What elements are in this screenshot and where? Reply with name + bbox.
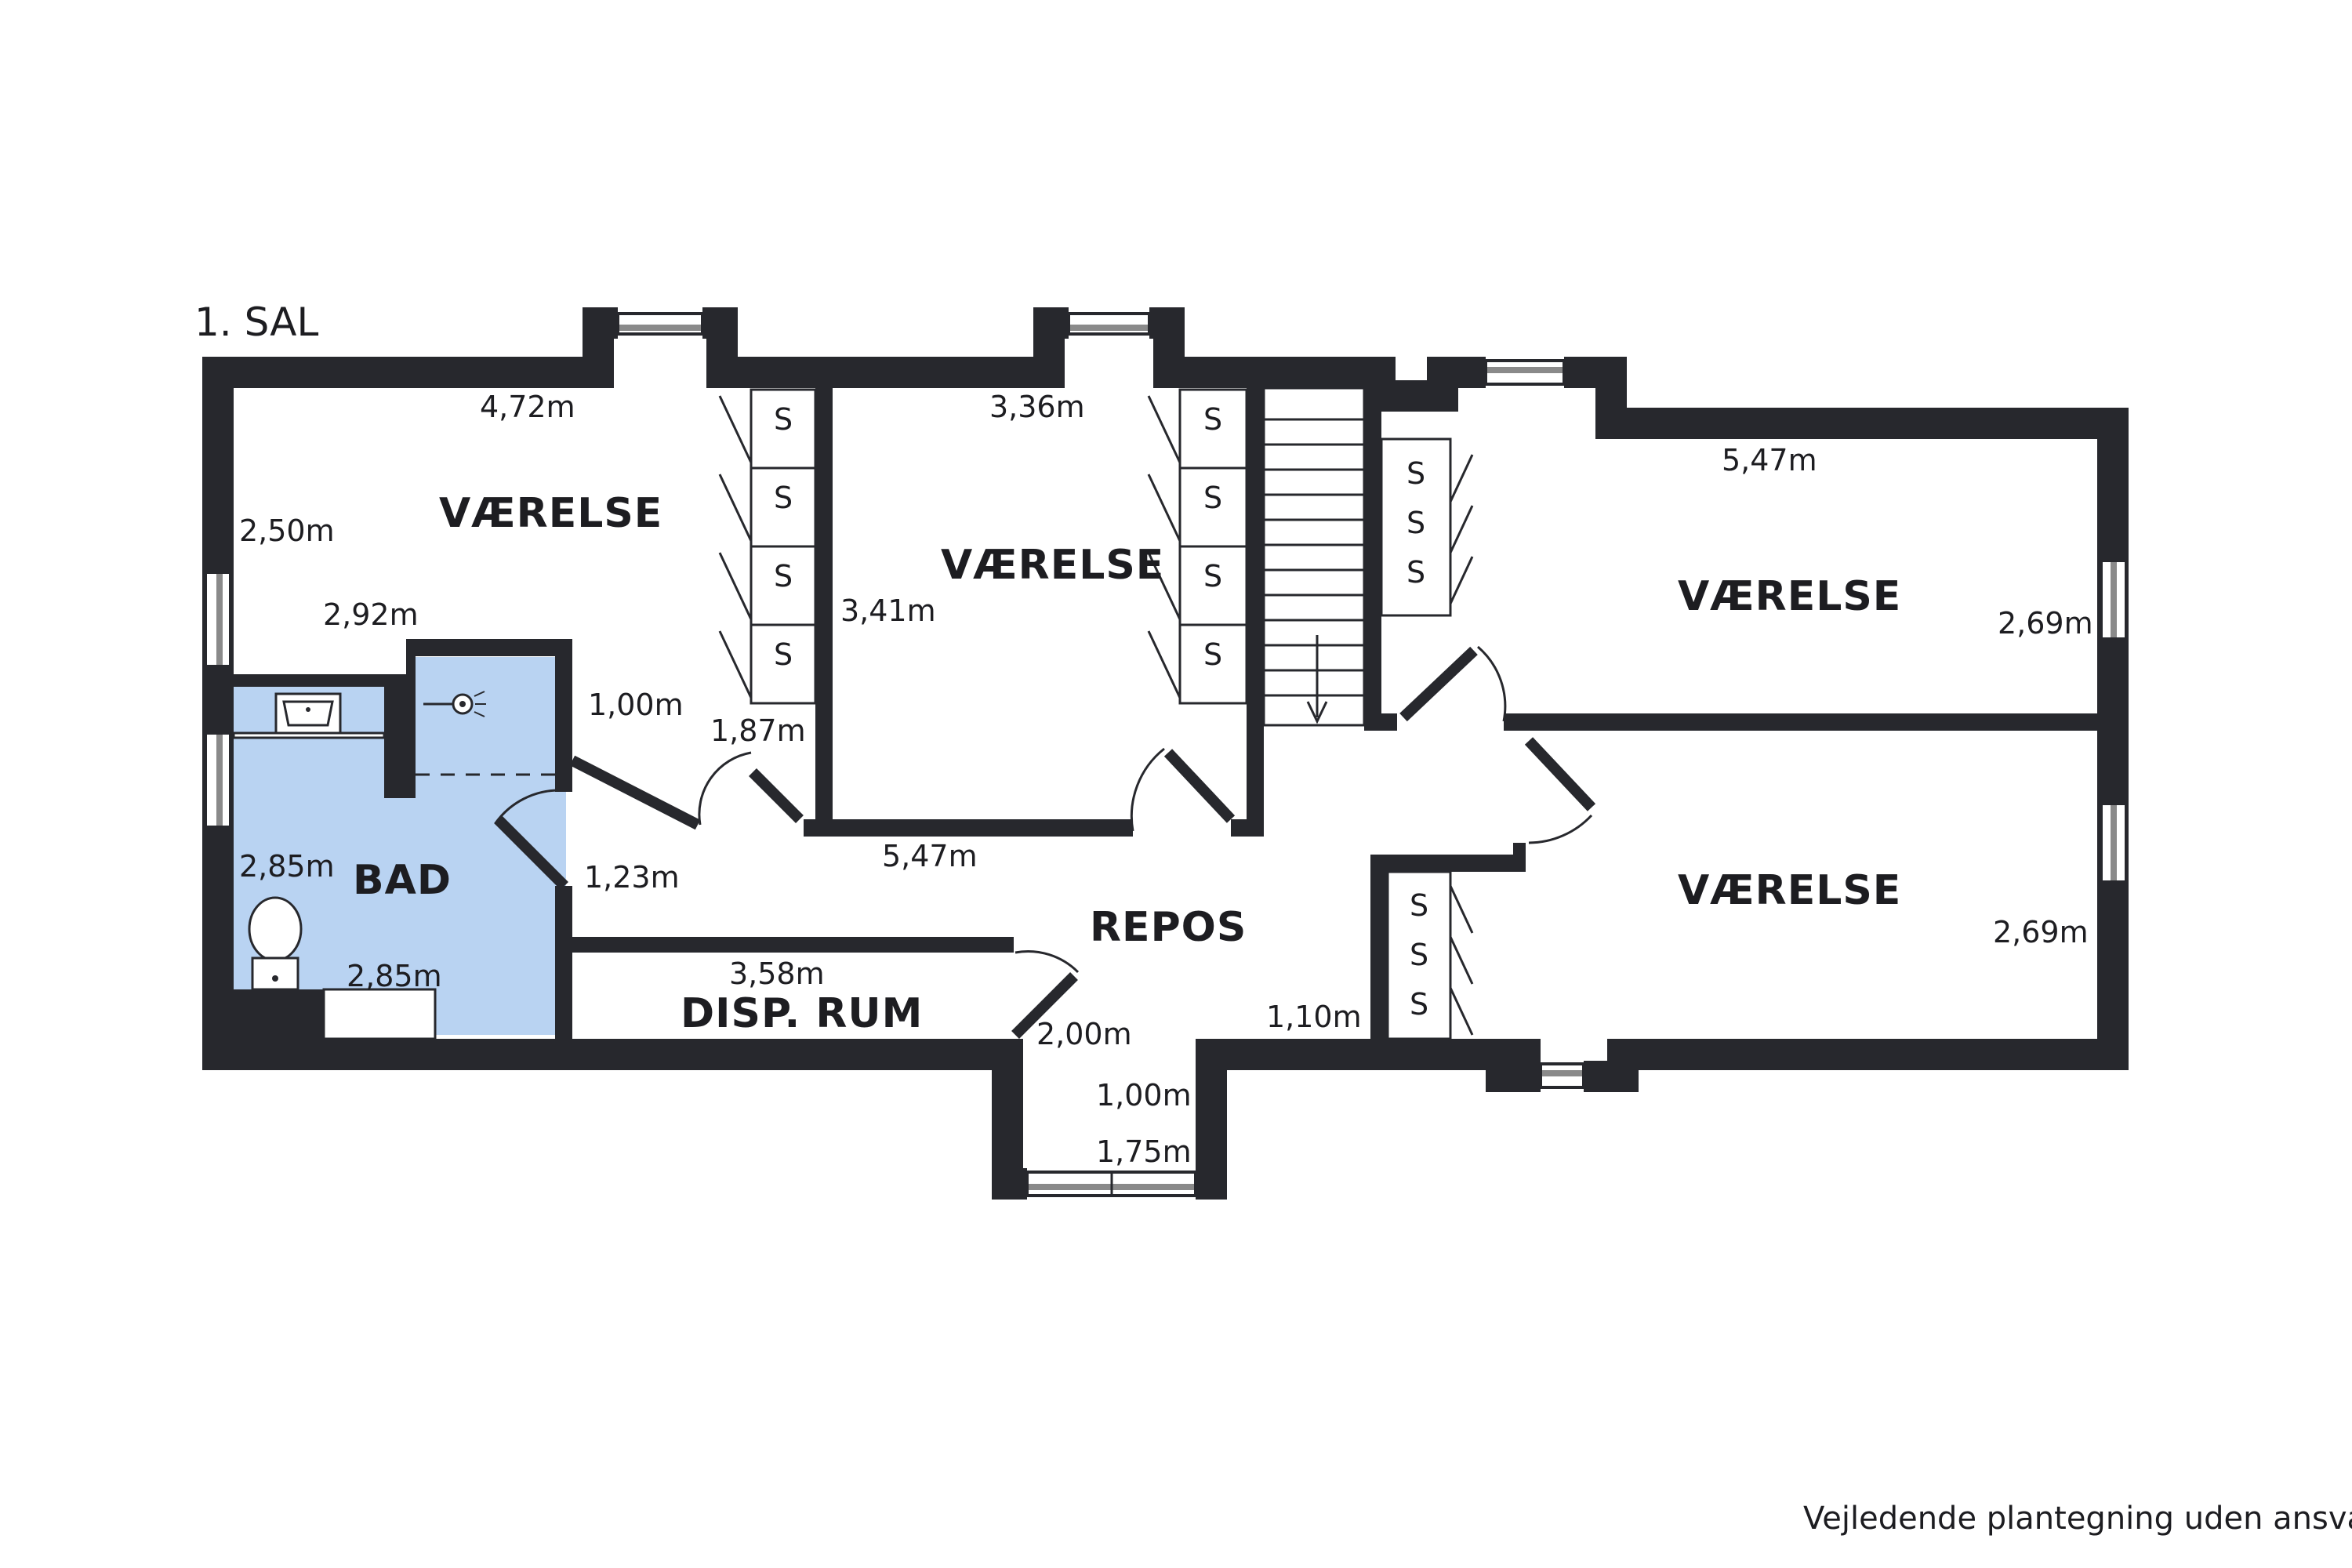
closet-s: S xyxy=(1406,506,1425,540)
closet-s: S xyxy=(774,637,793,672)
room-label-vaerelse-2: VÆRELSE xyxy=(941,542,1164,589)
closet-s: S xyxy=(774,402,793,437)
dim-label: 2,92m xyxy=(323,597,419,632)
closet-s: S xyxy=(1406,555,1425,590)
dim-label: 2,69m xyxy=(1998,606,2093,641)
room-label-vaerelse-3: VÆRELSE xyxy=(1678,573,1901,620)
dim-label: 2,50m xyxy=(239,514,335,548)
room-label-bad: BAD xyxy=(353,857,452,904)
dim-label: 2,69m xyxy=(1993,915,2089,949)
closet-s: S xyxy=(774,481,793,515)
dim-label: 1,10m xyxy=(1266,1000,1362,1034)
dim-label: 2,85m xyxy=(347,959,442,993)
closet-s: S xyxy=(1410,987,1428,1022)
disclaimer-note: Vejledende plantegning uden ansvar xyxy=(1803,1501,2352,1537)
dim-label: 2,85m xyxy=(239,849,335,884)
dim-label: 1,23m xyxy=(584,860,680,895)
dim-label: 5,47m xyxy=(882,839,978,873)
door-room1 xyxy=(749,768,804,823)
bathroom-bench xyxy=(322,988,437,1040)
dim-label: 5,47m xyxy=(1722,443,1817,477)
outer-walls xyxy=(202,307,2129,1200)
dim-label: 3,41m xyxy=(840,593,936,628)
dim-label: 3,58m xyxy=(729,956,825,991)
dim-label: 4,72m xyxy=(480,390,575,424)
closet-s: S xyxy=(774,559,793,593)
bathroom-fixtures xyxy=(232,691,555,1040)
closet-s: S xyxy=(1410,938,1428,972)
window-top-2 xyxy=(1067,312,1151,336)
door-bath xyxy=(494,815,568,890)
closet-s: S xyxy=(1203,637,1222,672)
windows xyxy=(204,312,2128,1197)
floor-label: 1. SAL xyxy=(194,299,318,345)
door-room4 xyxy=(1524,737,1596,811)
closet-s: S xyxy=(1203,481,1222,515)
toilet-icon xyxy=(248,896,303,962)
bathroom-floor-upper xyxy=(416,657,566,688)
window-top-1 xyxy=(616,312,704,336)
closet-s: S xyxy=(1203,559,1222,593)
staircase xyxy=(1262,387,1366,727)
room-label-disp-rum: DISP. RUM xyxy=(681,990,923,1037)
dim-label: 1,75m xyxy=(1096,1134,1192,1169)
closet-s: S xyxy=(1410,888,1428,923)
dim-label: 1,00m xyxy=(588,688,684,722)
doors xyxy=(494,645,1596,1039)
dim-label: 3,36m xyxy=(989,390,1085,424)
room-label-vaerelse-4: VÆRELSE xyxy=(1678,867,1901,914)
door-disp xyxy=(1011,972,1078,1039)
closets xyxy=(718,388,1474,1040)
dimension-labels: 4,72m 2,50m 2,92m 3,36m 3,41m 5,47m 5,47… xyxy=(239,390,2093,1169)
closet-s: S xyxy=(1203,402,1222,437)
arrow-down-icon xyxy=(1306,701,1328,724)
dim-label: 1,00m xyxy=(1096,1078,1192,1112)
room-label-repos: REPOS xyxy=(1090,904,1247,951)
door-room2 xyxy=(1163,749,1236,823)
dim-label: 2,00m xyxy=(1036,1017,1132,1051)
door-room3 xyxy=(1399,646,1478,722)
closet-s: S xyxy=(1406,456,1425,491)
interior-walls xyxy=(234,388,2129,1039)
closet-markers: S S S S S S S S S S S S S S xyxy=(774,402,1428,1022)
dim-label: 1,87m xyxy=(710,713,806,748)
room-label-vaerelse-1: VÆRELSE xyxy=(439,490,662,537)
